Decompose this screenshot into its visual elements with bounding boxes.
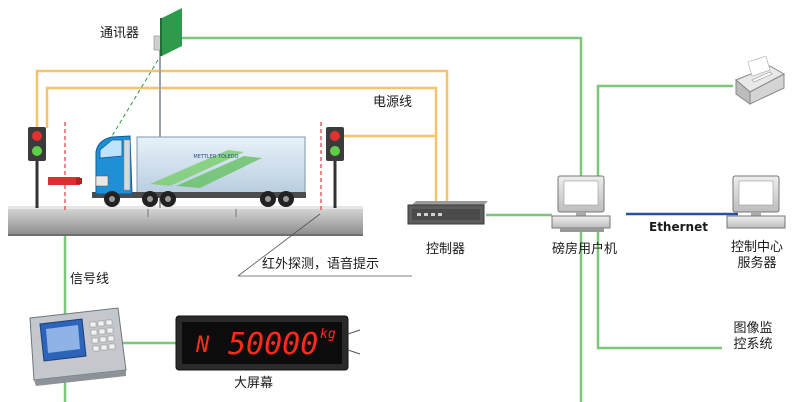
infrared-label: 红外探测，语音提示 <box>262 257 380 272</box>
rfid-beam <box>111 59 159 137</box>
infrared-leader-diagonal <box>237 213 321 277</box>
controller-device <box>407 201 488 225</box>
control-center-server <box>726 175 786 229</box>
weighbridge-deck <box>8 206 363 236</box>
signal-line-label: 信号线 <box>70 272 110 287</box>
comm-antenna <box>153 8 182 208</box>
traffic-light-left <box>28 127 46 208</box>
big-screen-label: 大屏幕 <box>234 376 274 391</box>
power-line-label: 电源线 <box>373 95 413 110</box>
video-label-line1: 图像监 <box>733 321 773 336</box>
video-cable <box>596 232 722 350</box>
truck: METTLER TOLEDO <box>92 135 306 207</box>
display-prefix: N <box>195 333 210 358</box>
display-value: 50000 <box>228 327 318 362</box>
weighbridge-pc-label: 磅房用户机 <box>552 242 618 257</box>
traffic-light-right <box>326 127 344 208</box>
weighing-terminal <box>29 307 127 386</box>
power-cable-inner <box>45 86 438 206</box>
display-unit: kg <box>320 327 336 342</box>
comm-device-label: 通讯器 <box>100 26 140 41</box>
server-label-line1: 控制中心 <box>730 240 783 255</box>
power-cable-right-light <box>332 128 436 138</box>
video-label-line2: 控系统 <box>733 337 773 352</box>
trailer-brand-logo: METTLER TOLEDO <box>193 154 238 160</box>
controller-label: 控制器 <box>426 242 466 257</box>
ethernet-label: Ethernet <box>649 220 708 234</box>
comm-cable <box>160 36 583 178</box>
printer-cable <box>596 84 733 178</box>
power-cable-outer <box>35 69 449 206</box>
weighbridge-pc <box>551 175 611 232</box>
server-label-line2: 服务器 <box>737 256 777 271</box>
infrared-sensor <box>48 177 82 185</box>
video-system-label: 图像监 控系统 <box>724 321 782 353</box>
big-display: N 50000 kg <box>175 315 361 371</box>
server-label: 控制中心 服务器 <box>726 240 788 272</box>
receipt-printer <box>735 55 786 105</box>
